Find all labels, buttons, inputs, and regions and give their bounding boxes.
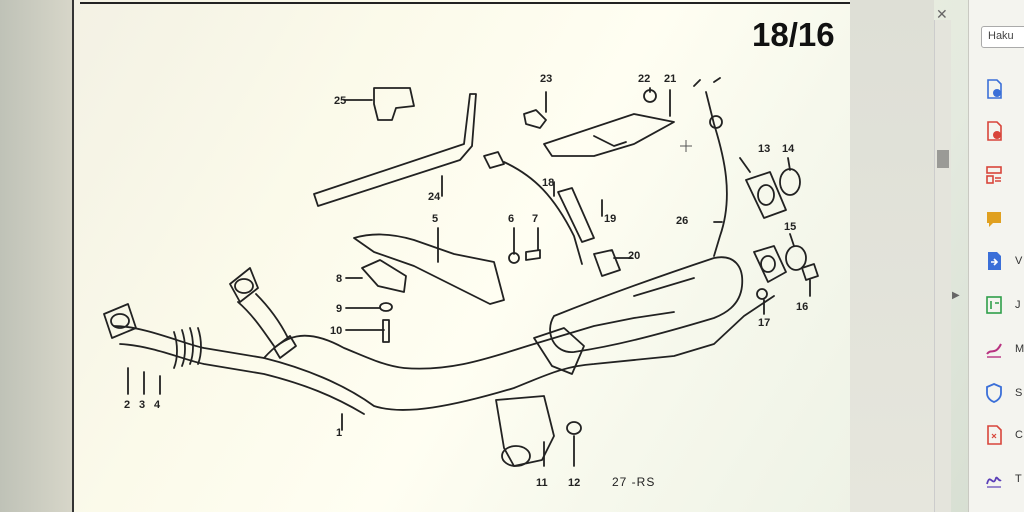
export-pdf-icon [985,250,1003,272]
vertical-scrollbar[interactable] [934,20,951,512]
callout-10: 10 [330,325,342,337]
close-icon[interactable]: ✕ [936,6,948,22]
tool-edit-pdf[interactable]: J [985,290,1024,320]
signature-icon [985,468,1003,490]
tool-label: C [1015,429,1023,441]
pdf-file-icon [985,424,1003,446]
exhaust-parts-diagram: 1 2 3 4 5 6 7 8 9 10 11 12 13 14 15 16 1… [103,73,819,489]
callout-3: 3 [139,399,145,411]
diagram-code: 27 -RS [612,475,655,489]
add-pdf-icon [985,120,1003,142]
comment-icon [985,208,1003,230]
callout-4: 4 [154,399,161,411]
callout-5: 5 [432,213,438,225]
tool-label: S [1015,387,1023,399]
collapse-pane-icon[interactable]: ▶ [952,290,960,301]
document-page: 18/16 [72,0,854,512]
callout-12: 12 [568,477,580,489]
tool-label: J [1015,299,1021,311]
tool-pdf-file[interactable]: C [985,420,1024,450]
edit-pdf-icon [985,294,1003,316]
callout-9: 9 [336,303,342,315]
callout-16: 16 [796,301,808,313]
tool-label: V [1015,255,1023,267]
callout-6: 6 [508,213,514,225]
viewer-background [850,0,934,512]
tool-export-pdf[interactable]: V [985,246,1024,276]
callout-19: 19 [604,213,616,225]
callout-25: 25 [334,95,346,107]
organize-pages-icon [985,164,1003,186]
protect-icon [985,382,1003,404]
tool-add-pdf[interactable] [985,116,1024,146]
callout-7: 7 [532,213,538,225]
callout-14: 14 [782,143,795,155]
page-number: 18/16 [752,16,835,53]
tool-comment[interactable] [985,204,1024,234]
callout-13: 13 [758,143,770,155]
tool-label: M [1015,343,1024,355]
callout-24: 24 [428,191,441,203]
left-margin [0,0,72,512]
tool-fill-sign[interactable]: M [985,334,1024,364]
create-pdf-icon [985,78,1003,100]
callout-22: 22 [638,73,650,85]
callout-1: 1 [336,427,342,439]
callout-26: 26 [676,215,688,227]
callout-15: 15 [784,221,796,233]
callout-23: 23 [540,73,552,85]
callout-20: 20 [628,250,640,262]
callout-18: 18 [542,177,554,189]
tools-pane: Haku V J [968,0,1024,512]
callout-2: 2 [124,399,130,411]
tool-protect[interactable]: S [985,378,1024,408]
tool-label: T [1015,473,1022,485]
tool-create-pdf[interactable] [985,74,1024,104]
callout-17: 17 [758,317,770,329]
tool-organize-pages[interactable] [985,160,1024,190]
tool-signature[interactable]: T [985,464,1024,494]
callout-8: 8 [336,273,342,285]
scrollbar-thumb[interactable] [937,150,949,168]
search-input[interactable]: Haku [981,26,1024,48]
callout-21: 21 [664,73,676,85]
fill-sign-icon [985,338,1003,360]
callout-11: 11 [536,477,548,489]
